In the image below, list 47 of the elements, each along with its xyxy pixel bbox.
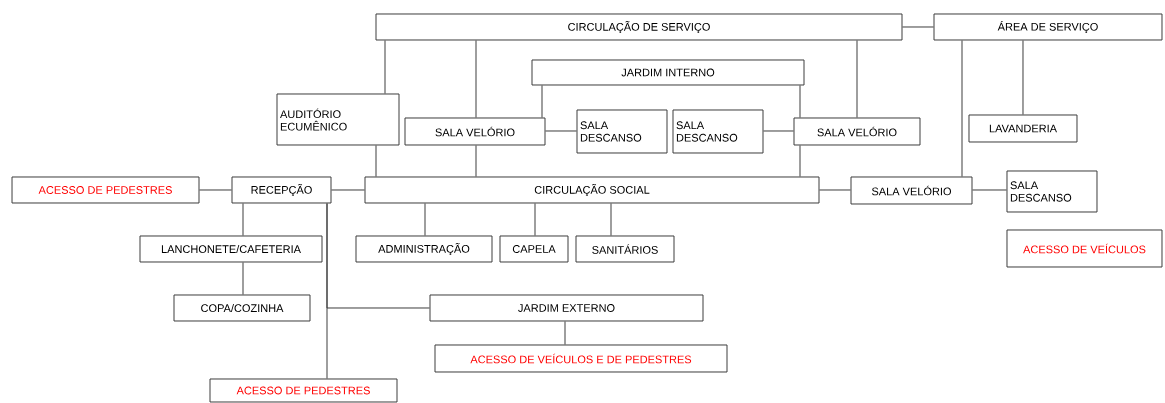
connector-line — [424, 203, 426, 236]
room-box: SALA DESCANSO — [672, 109, 764, 154]
room-box: COPA/COZINHA — [173, 294, 311, 322]
connector-line — [384, 40, 386, 94]
connector-line — [902, 26, 934, 28]
connector-line — [541, 85, 543, 118]
connector-line — [326, 203, 430, 309]
connector-line — [961, 40, 963, 177]
room-box: ACESSO DE VEÍCULOS — [1006, 229, 1163, 268]
room-box: JARDIM INTERNO — [531, 59, 805, 86]
room-box: CIRCULAÇÃO SOCIAL — [364, 176, 820, 204]
connector-line — [972, 189, 1007, 191]
room-box: RECEPÇÃO — [231, 176, 332, 204]
connector-line — [331, 189, 365, 191]
room-box: ACESSO DE VEÍCULOS E DE PEDESTRES — [434, 344, 728, 373]
connector-line — [564, 321, 566, 345]
connector-line — [610, 203, 612, 236]
connector-line — [819, 189, 851, 191]
connector-line — [799, 145, 801, 177]
room-box: LAVANDERIA — [968, 114, 1078, 143]
room-box: SALA DESCANSO — [576, 109, 668, 154]
connector-line — [242, 203, 244, 236]
room-box: JARDIM EXTERNO — [429, 294, 704, 322]
connector-line — [475, 40, 477, 118]
room-box: CIRCULAÇÃO DE SERVIÇO — [375, 13, 903, 41]
connector-line — [763, 130, 794, 132]
connector-line — [375, 145, 377, 177]
connector-line — [799, 85, 801, 118]
room-box: AUDITÓRIO ECUMÊNICO — [276, 93, 400, 146]
room-box: ACESSO DE PEDESTRES — [11, 176, 200, 204]
room-box: ÁREA DE SERVIÇO — [933, 13, 1163, 41]
room-box: SALA VELÓRIO — [793, 117, 921, 146]
connector-line — [534, 203, 536, 236]
room-box: ACESSO DE PEDESTRES — [209, 378, 398, 403]
room-box: SALA VELÓRIO — [850, 176, 973, 205]
room-box: SALA DESCANSO — [1006, 170, 1098, 213]
room-box: SALA VELÓRIO — [404, 117, 546, 146]
room-box: CAPELA — [499, 235, 569, 263]
connector-line — [1022, 40, 1024, 115]
room-box: LANCHONETE/CAFETERIA — [139, 235, 323, 263]
connector-line — [856, 40, 858, 118]
connector-line — [199, 189, 232, 191]
connector-line — [475, 145, 477, 177]
room-box: ADMINISTRAÇÃO — [355, 235, 493, 263]
room-box: SANITÁRIOS — [575, 235, 675, 263]
connector-line — [242, 262, 244, 295]
connector-line — [545, 130, 577, 132]
